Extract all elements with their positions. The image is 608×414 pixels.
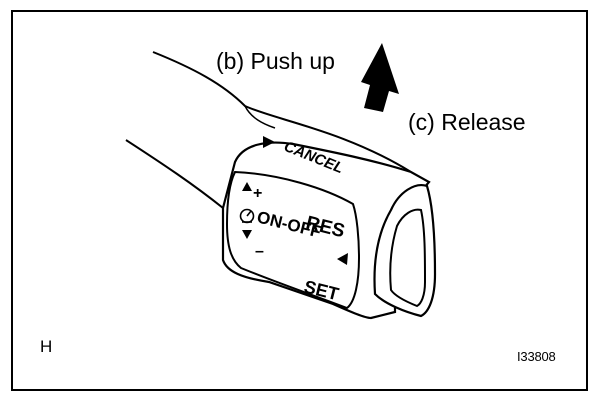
triangle-left-icon: [337, 253, 348, 265]
figure-id: I33808: [517, 349, 556, 364]
lever-shaft-lower: [125, 139, 224, 209]
switch-minus-label: –: [255, 243, 264, 260]
cruise-control-lever-illustration: CANCEL + RES ON-OFF – SET: [125, 43, 437, 320]
triangle-down-icon: [242, 230, 252, 239]
cruise-control-icon: [239, 208, 255, 224]
lever-shaft-upper: [152, 51, 412, 173]
lever-shaft-inner-line: [244, 105, 276, 129]
push-up-label: (b) Push up: [216, 48, 335, 74]
release-label: (c) Release: [408, 109, 526, 135]
switch-plus-label: +: [253, 185, 262, 202]
figure-frame: CANCEL + RES ON-OFF – SET (b) Push up (c…: [11, 10, 588, 391]
push-up-arrow-icon: [361, 43, 399, 112]
lever-end-cap-face: [389, 208, 427, 308]
corner-letter: H: [40, 337, 53, 356]
switch-face-panel: [225, 170, 361, 310]
triangle-right-icon: [263, 136, 275, 148]
triangle-up-icon: [242, 182, 252, 191]
